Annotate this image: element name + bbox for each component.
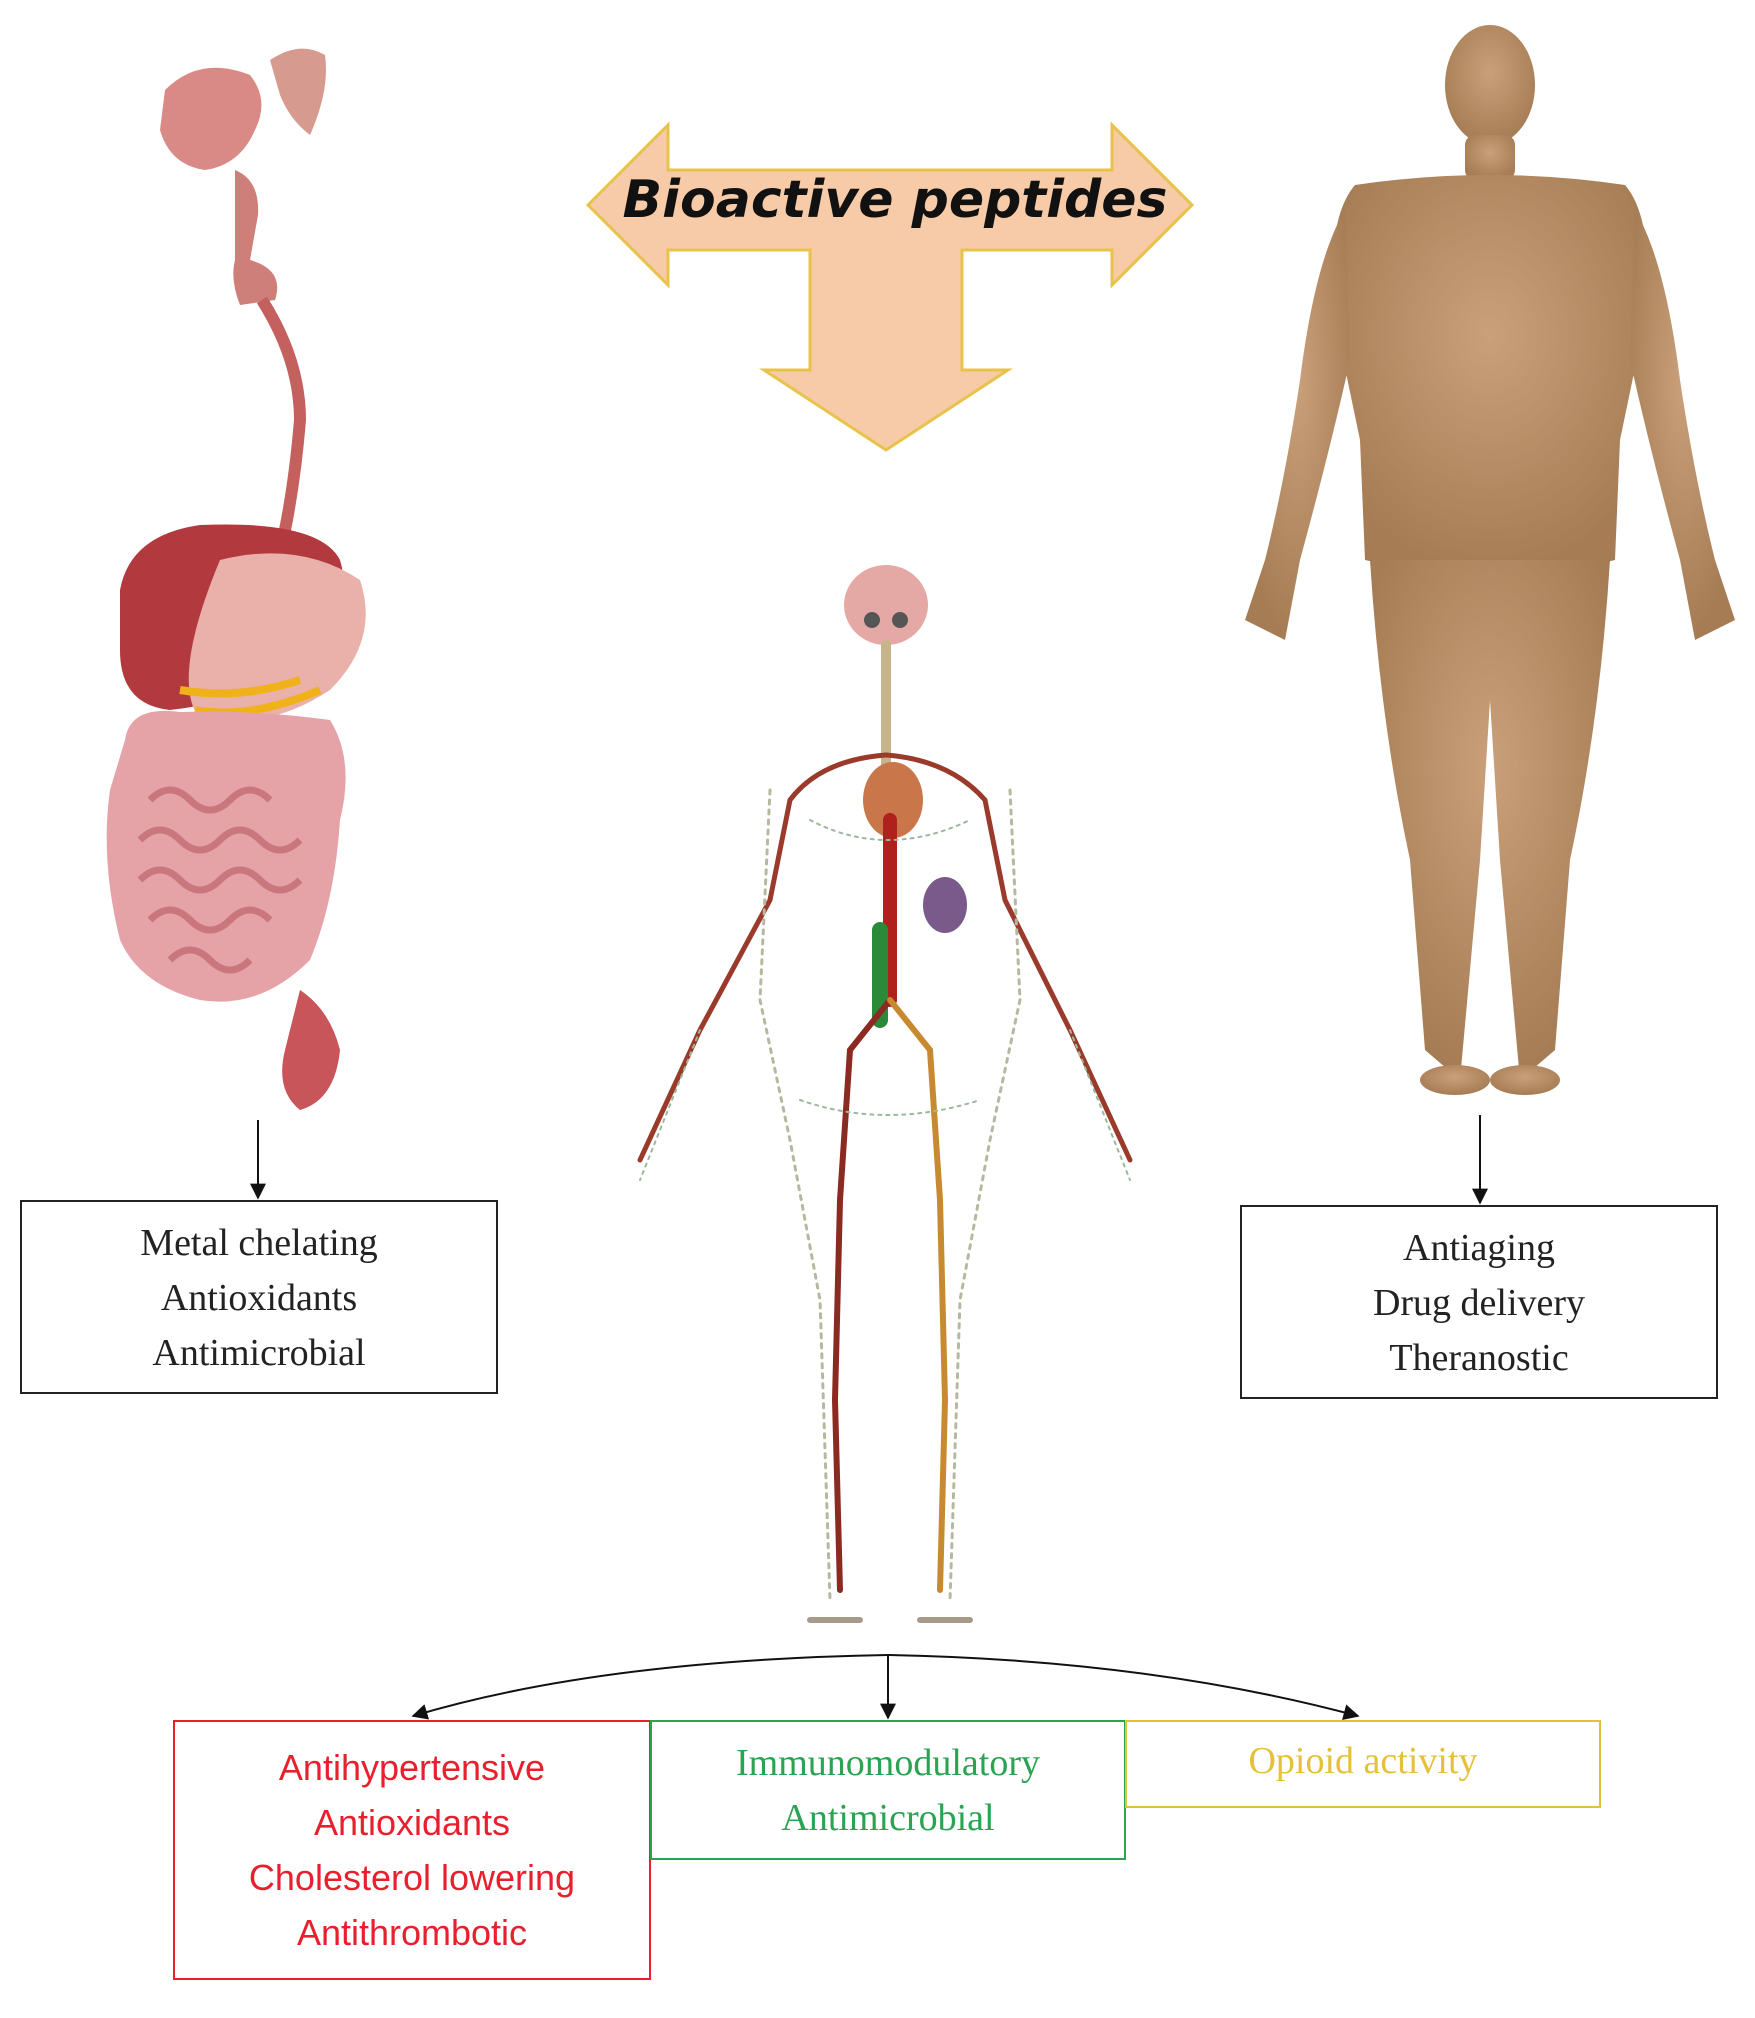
circulatory-nervous-system-icon <box>637 565 1133 1623</box>
opioid-effects-box: Opioid activity <box>1125 1720 1601 1808</box>
bioactive-peptides-arrow <box>585 121 1195 452</box>
effect-cholesterol-lowering: Cholesterol lowering <box>248 1857 576 1898</box>
effect-opioid-activity: Opioid activity <box>1248 1740 1478 1782</box>
branch-arrow-left <box>411 1654 889 1720</box>
branch-arrow-right <box>887 1654 1360 1720</box>
human-body-icon <box>1245 25 1735 1095</box>
digestive-system-icon <box>106 48 366 1110</box>
effect-metal-chelating: Metal chelating <box>140 1222 378 1264</box>
effect-antithrombotic: Antithrombotic <box>296 1912 528 1953</box>
effect-antihypertensive: Antihypertensive <box>278 1747 546 1788</box>
effect-immunomodulatory: Immunomodulatory <box>736 1742 1040 1784</box>
effect-antimicrobial-systemic: Antimicrobial <box>781 1797 995 1839</box>
diagram-title: Bioactive peptides <box>622 170 1168 230</box>
effect-theranostic: Theranostic <box>1389 1337 1569 1379</box>
cardiovascular-effects-box: Antihypertensive Antioxidants Cholestero… <box>173 1720 651 1980</box>
digestive-effects-box: Metal chelating Antioxidants Antimicrobi… <box>20 1200 498 1394</box>
effect-antioxidants: Antioxidants <box>160 1277 358 1319</box>
effect-antimicrobial: Antimicrobial <box>152 1332 366 1374</box>
effect-antioxidants-systemic: Antioxidants <box>313 1802 511 1843</box>
body-effects-box: Antiaging Drug delivery Theranostic <box>1240 1205 1718 1399</box>
immune-effects-box: Immunomodulatory Antimicrobial <box>650 1720 1126 1860</box>
effect-antiaging: Antiaging <box>1403 1227 1555 1269</box>
effect-drug-delivery: Drug delivery <box>1372 1282 1586 1324</box>
